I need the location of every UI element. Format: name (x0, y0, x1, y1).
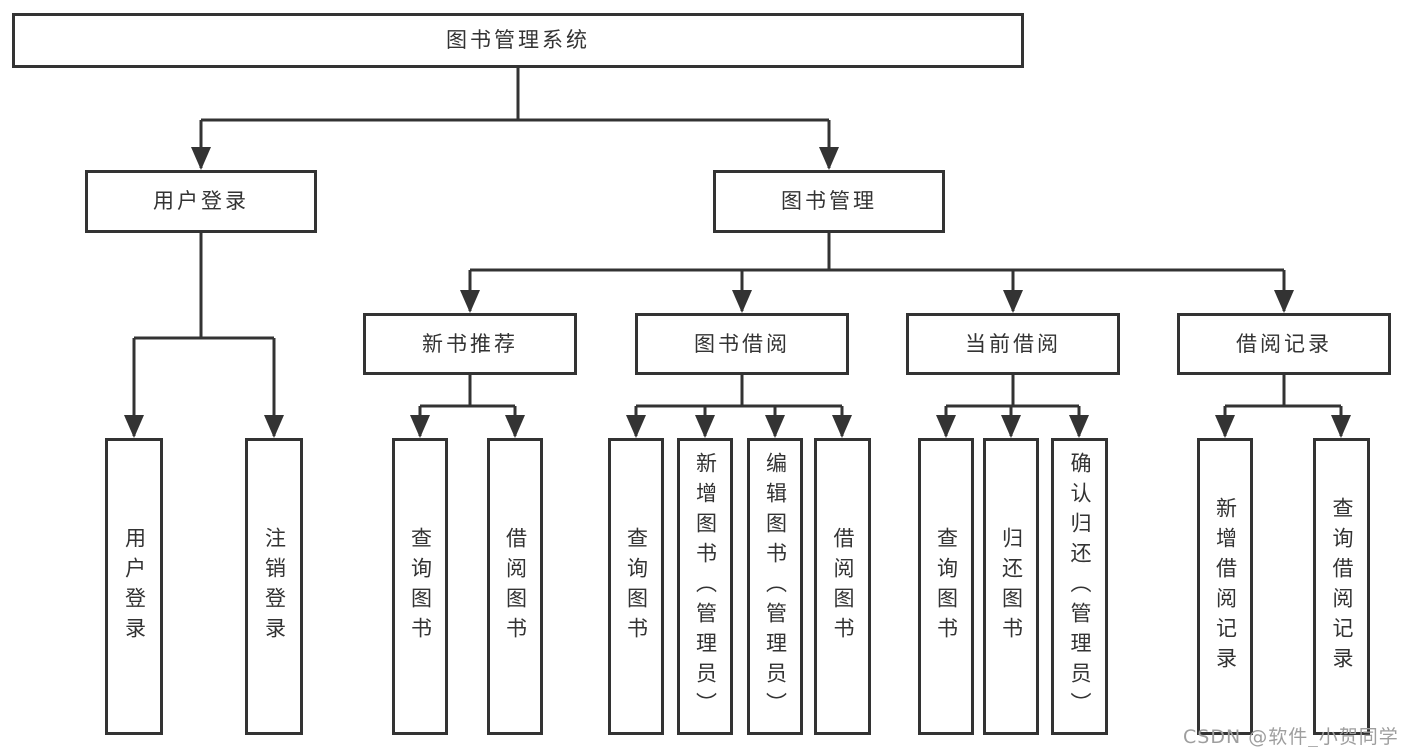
node-label: 借阅记录 (1236, 331, 1332, 356)
connector-book-mgmt-branch (468, 233, 1286, 311)
leaf-bb-borrow-books: 借阅图书 (814, 438, 871, 735)
leaf-label: 查询图书 (408, 526, 433, 647)
leaf-logout: 注销登录 (245, 438, 303, 735)
leaf-label: 新增图书（管理员） (693, 451, 718, 722)
connector-borrow-records-branch (1223, 375, 1343, 436)
csdn-watermark: CSDN @软件_小贺同学 (1183, 726, 1399, 747)
arrowheads (124, 147, 1351, 438)
leaf-br-query-record: 查询借阅记录 (1313, 438, 1370, 735)
connector-new-book-branch (418, 375, 517, 436)
node-current-borrow: 当前借阅 (906, 313, 1120, 375)
leaf-bb-query-books: 查询图书 (608, 438, 664, 735)
leaf-br-add-record: 新增借阅记录 (1197, 438, 1253, 735)
leaf-label: 注销登录 (262, 526, 287, 647)
leaf-cb-return-books: 归还图书 (983, 438, 1039, 735)
leaf-rec-borrow-books: 借阅图书 (487, 438, 543, 735)
node-label: 新书推荐 (422, 331, 518, 356)
node-borrow-records: 借阅记录 (1177, 313, 1391, 375)
leaf-label: 确认归还（管理员） (1068, 451, 1092, 722)
leaf-bb-add-books-admin: 新增图书（管理员） (677, 438, 733, 735)
leaf-rec-query-books: 查询图书 (392, 438, 448, 735)
node-book-management: 图书管理 (713, 170, 945, 233)
node-label: 图书管理 (781, 189, 877, 213)
connector-user-login-branch (132, 233, 276, 436)
leaf-user-login: 用户登录 (105, 438, 163, 735)
node-new-book-recommend: 新书推荐 (363, 313, 577, 375)
leaf-label: 查询图书 (624, 526, 649, 647)
node-label: 用户登录 (153, 189, 249, 213)
leaf-cb-query-books: 查询图书 (918, 438, 974, 735)
node-label: 图书管理系统 (446, 28, 590, 52)
leaf-cb-confirm-return-admin: 确认归还（管理员） (1051, 438, 1108, 735)
leaf-label: 借阅图书 (503, 526, 528, 647)
leaf-bb-edit-books-admin: 编辑图书（管理员） (747, 438, 803, 735)
leaf-label: 查询借阅记录 (1330, 496, 1354, 677)
leaf-label: 编辑图书（管理员） (763, 451, 788, 722)
node-label: 图书借阅 (694, 331, 790, 356)
node-book-borrow: 图书借阅 (635, 313, 849, 375)
leaf-label: 查询图书 (934, 526, 959, 647)
leaf-label: 归还图书 (999, 526, 1024, 647)
leaf-label: 新增借阅记录 (1213, 496, 1238, 677)
node-user-login: 用户登录 (85, 170, 317, 233)
connector-root-trunk (199, 68, 831, 168)
node-library-management-system: 图书管理系统 (12, 13, 1024, 68)
leaf-label: 借阅图书 (831, 526, 855, 647)
connector-book-borrow-branch (634, 375, 844, 436)
node-label: 当前借阅 (965, 331, 1061, 356)
leaf-label: 用户登录 (122, 526, 147, 647)
